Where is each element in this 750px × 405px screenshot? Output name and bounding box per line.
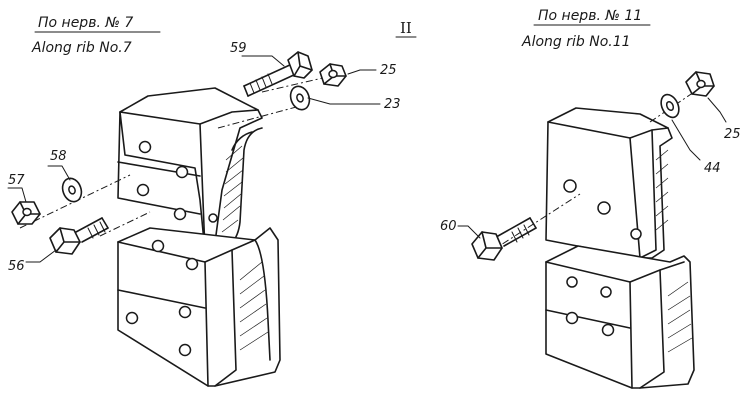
centerline	[99, 211, 151, 237]
bolt-60	[471, 217, 537, 261]
leader-44	[671, 119, 701, 161]
washer-58	[61, 177, 83, 203]
leader-58	[47, 165, 71, 181]
callout-56: 56	[8, 259, 25, 274]
bolt-hole	[597, 201, 611, 215]
centerline	[217, 105, 301, 129]
callout-44: 44	[704, 161, 721, 176]
washer-23	[289, 85, 311, 111]
bolt-hole	[566, 276, 578, 288]
leader-57	[7, 187, 27, 203]
lower-bracket-left	[117, 227, 281, 387]
view-mark: II	[400, 19, 412, 37]
bolt-hole	[175, 165, 189, 179]
bolt-hole	[208, 213, 218, 223]
callout-25-right: 25	[724, 127, 741, 142]
bolt-hole	[173, 207, 187, 221]
bolt-hole	[185, 257, 199, 271]
leader-59	[241, 55, 285, 67]
right-title-en: Along rib No.11	[521, 34, 631, 50]
bolt-hole	[151, 239, 165, 253]
right-view: По нерв. № 11 Along rib No.11	[440, 8, 741, 389]
bolt-59	[243, 51, 313, 97]
leader-56	[25, 249, 57, 263]
centerline	[489, 193, 581, 253]
bolt-hole	[138, 140, 152, 154]
bolt-hole	[600, 286, 612, 298]
bolt-hole	[178, 343, 192, 357]
leader-25-right	[707, 97, 727, 123]
callout-25-left: 25	[380, 63, 397, 78]
callout-58: 58	[50, 149, 67, 164]
nut-25-right	[685, 71, 715, 97]
left-title-en: Along rib No.7	[31, 40, 132, 56]
bolt-hole	[601, 323, 615, 337]
callout-59: 59	[230, 41, 247, 56]
leader-23	[307, 97, 381, 105]
upper-bracket-left	[117, 87, 263, 253]
callout-23: 23	[384, 97, 401, 112]
left-view: По нерв. № 7 Along rib No.7 II	[7, 15, 417, 387]
left-title-ru: По нерв. № 7	[38, 15, 133, 31]
bolt-hole	[136, 183, 150, 197]
bolt-hole	[565, 311, 579, 325]
callout-57: 57	[8, 173, 25, 188]
bolt-hole	[630, 228, 642, 240]
bolt-hole	[178, 305, 192, 319]
leader-25-left	[347, 69, 377, 75]
nut-25-left	[319, 63, 347, 87]
right-title-ru: По нерв. № 11	[538, 8, 642, 24]
leader-60	[457, 225, 481, 239]
lower-bracket-right	[545, 245, 695, 389]
upper-bracket-right	[545, 107, 673, 259]
bolt-56	[49, 217, 109, 255]
callout-60: 60	[440, 219, 457, 234]
bolt-hole	[125, 311, 139, 325]
nut-57	[11, 201, 41, 225]
washer-44	[660, 93, 680, 119]
bolt-hole	[563, 179, 577, 193]
